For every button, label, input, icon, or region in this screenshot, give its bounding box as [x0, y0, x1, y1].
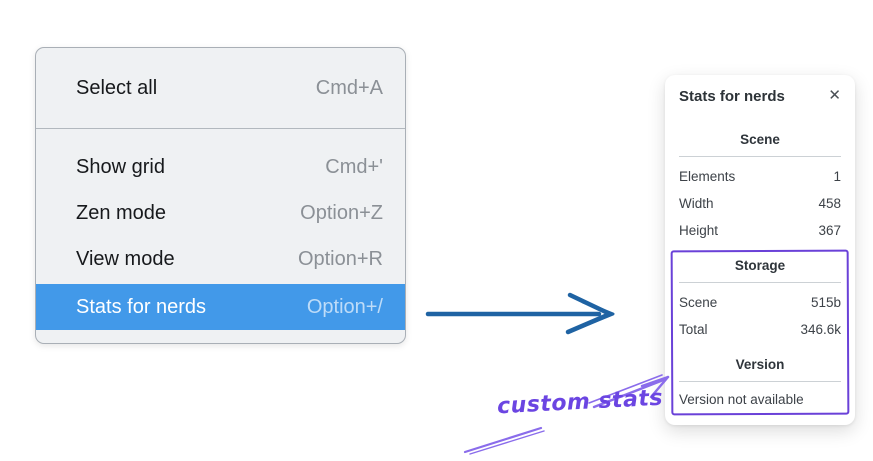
stat-value: 346.6k [800, 322, 841, 337]
arrow-head-echo [579, 300, 615, 329]
menu-item-select-all[interactable]: Select all Cmd+A [36, 48, 405, 128]
menu-item-label: View mode [76, 247, 175, 270]
stats-panel: Stats for nerds ✕ Scene Elements 1 Width… [665, 75, 855, 425]
menu-to-panel-arrow [425, 292, 615, 335]
stat-label: Elements [679, 169, 736, 184]
stat-row-width: Width 458 [679, 195, 841, 213]
stats-panel-header: Stats for nerds ✕ [679, 87, 841, 107]
menu-item-view-mode[interactable]: View mode Option+R [36, 236, 405, 282]
menu-group: Show grid Cmd+' Zen mode Option+Z View m… [36, 129, 405, 330]
menu-item-shortcut: Option+/ [306, 295, 383, 318]
section-divider [679, 156, 841, 157]
stat-value: 1 [833, 169, 841, 184]
section-divider [679, 282, 841, 283]
menu-item-label: Zen mode [76, 201, 167, 224]
annotation-stroke [463, 426, 545, 455]
section-scene: Scene Elements 1 Width 458 Height 367 [679, 131, 841, 240]
stat-label: Height [679, 223, 719, 238]
menu-item-shortcut: Option+Z [300, 201, 383, 224]
sketch-line-echo [469, 430, 545, 455]
section-header-scene: Scene [740, 132, 780, 147]
context-menu: Select all Cmd+A Show grid Cmd+' Zen mod… [35, 47, 406, 344]
stat-row-height: Height 367 [679, 222, 841, 240]
stat-label: Scene [679, 295, 718, 310]
menu-item-shortcut: Option+R [297, 247, 383, 270]
menu-item-stats-for-nerds[interactable]: Stats for nerds Option+/ [36, 284, 405, 330]
menu-item-label: Show grid [76, 155, 165, 178]
stat-row-total-size: Total 346.6k [679, 321, 841, 339]
stat-label: Width [679, 196, 714, 211]
menu-item-label: Stats for nerds [76, 295, 207, 318]
section-header-storage: Storage [734, 258, 786, 273]
stat-row-elements: Elements 1 [679, 168, 841, 186]
sketch-line [463, 426, 543, 454]
section-version: Version Version not available [679, 356, 841, 409]
close-button[interactable]: ✕ [828, 88, 841, 103]
close-icon: ✕ [828, 86, 841, 104]
stat-row-scene-size: Scene 515b [679, 294, 841, 312]
annotation-label: custom stats [496, 385, 664, 420]
menu-item-label: Select all [76, 76, 158, 99]
menu-item-shortcut: Cmd+' [325, 155, 383, 178]
stat-value: 367 [818, 223, 841, 238]
stat-value: 458 [818, 196, 841, 211]
menu-item-zen-mode[interactable]: Zen mode Option+Z [36, 190, 405, 236]
section-divider [679, 381, 841, 382]
version-note: Version not available [679, 392, 804, 407]
stat-label: Total [679, 322, 708, 337]
menu-item-shortcut: Cmd+A [315, 76, 383, 99]
stat-value: 515b [810, 295, 841, 310]
menu-divider [36, 128, 405, 129]
section-header-version: Version [735, 357, 785, 372]
stats-panel-title: Stats for nerds [679, 88, 785, 105]
arrow-head [565, 292, 613, 335]
section-storage: Storage Scene 515b Total 346.6k [679, 257, 841, 339]
menu-item-show-grid[interactable]: Show grid Cmd+' [36, 144, 405, 190]
